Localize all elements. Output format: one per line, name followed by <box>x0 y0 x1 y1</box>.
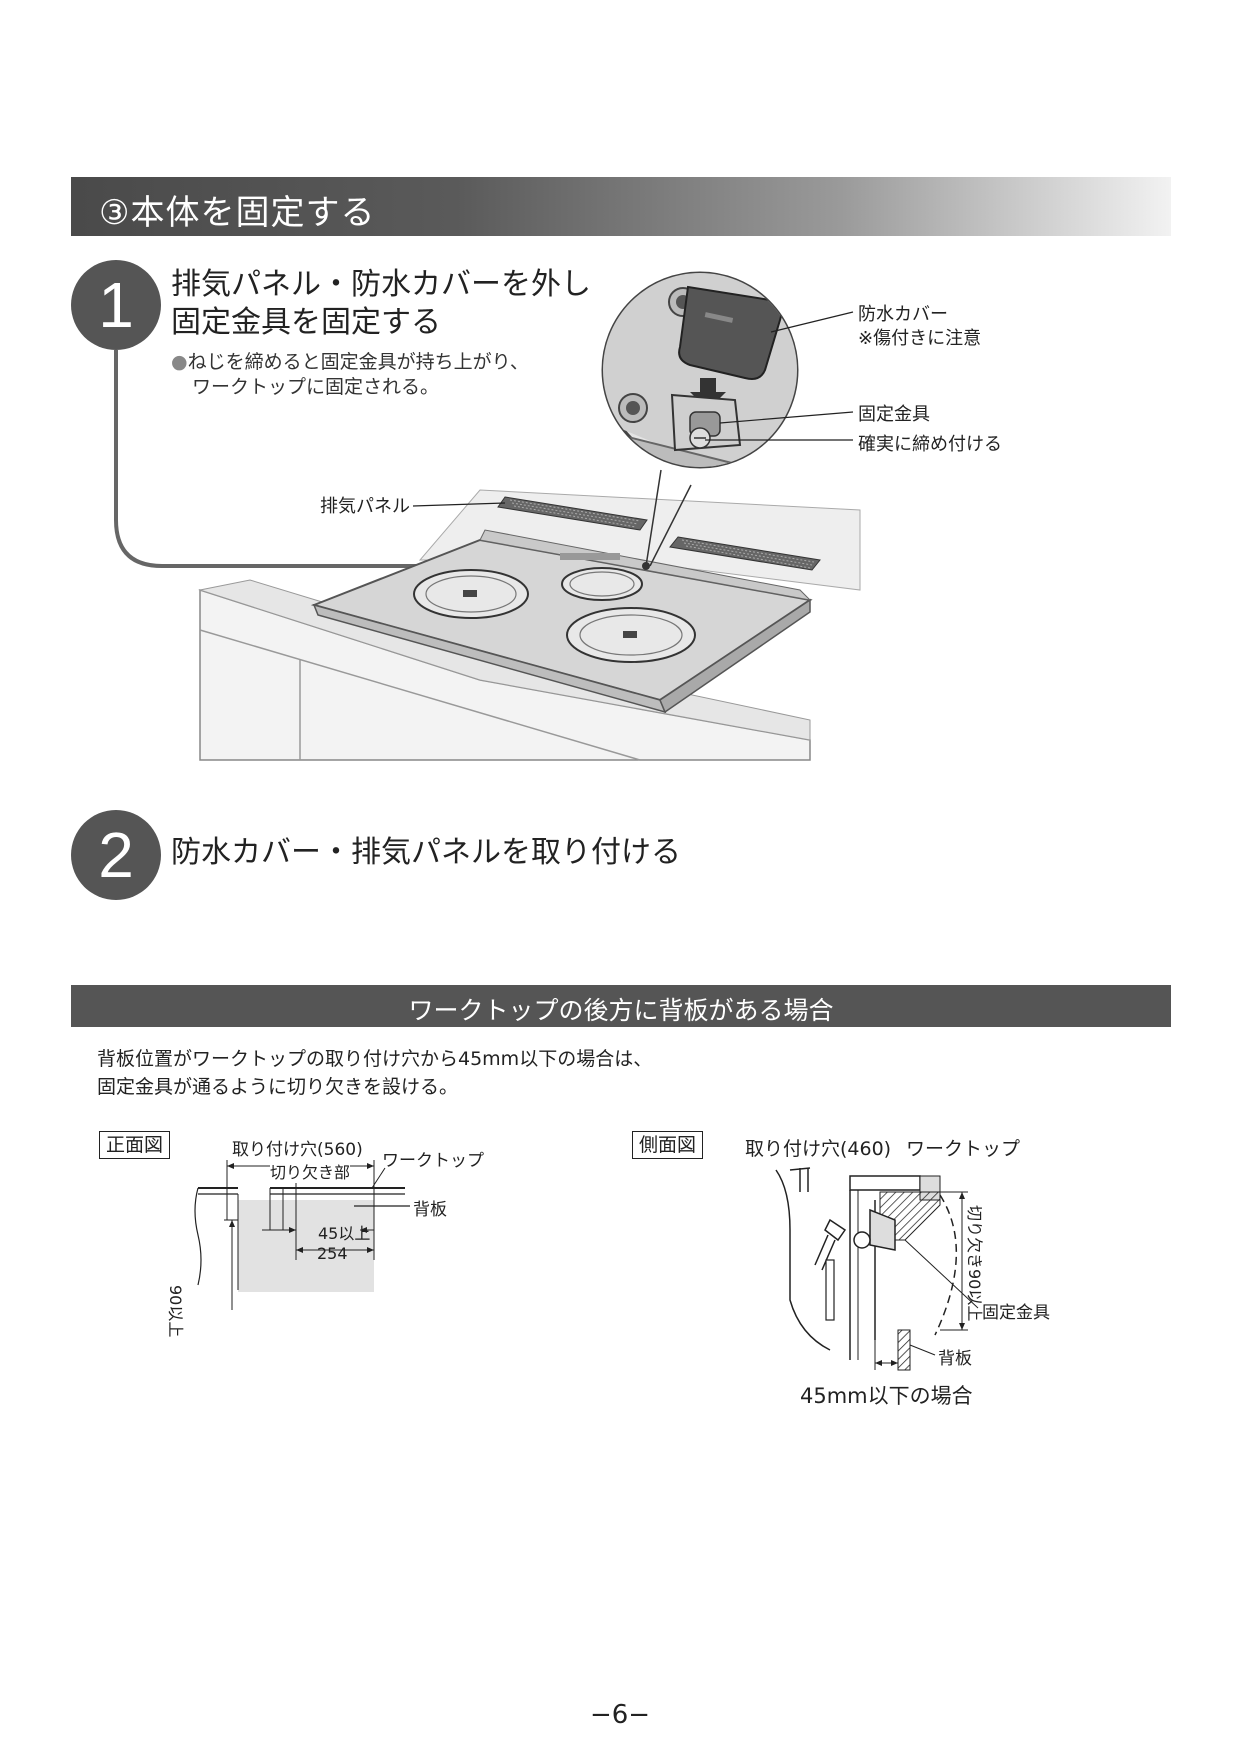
step-1-note-line2: ワークトップに固定される。 <box>192 376 440 398</box>
page-number: −6− <box>589 1700 651 1730</box>
side-view-label: 側面図 <box>632 1131 704 1159</box>
side-worktop-label: ワークトップ <box>906 1138 1021 1160</box>
step-2-title: 防水カバー・排気パネルを取り付ける <box>171 835 681 870</box>
callout-cover: 防水カバー <box>858 304 948 325</box>
bullet-icon: ● <box>171 351 188 373</box>
callout-tighten: 確実に締め付ける <box>858 434 1002 455</box>
step-1-title-line1: 排気パネル・防水カバーを外し <box>171 267 591 302</box>
para-line2: 固定金具が通るように切り欠きを設ける。 <box>97 1076 459 1098</box>
subsection-paragraph: 背板位置がワークトップの取り付け穴から45mm以下の場合は、 固定金具が通るよう… <box>97 1045 652 1101</box>
callout-exhaust: 排気パネル <box>320 496 410 517</box>
subsection-title: ワークトップの後方に背板がある場合 <box>408 996 834 1025</box>
section-title: ③本体を固定する <box>99 193 376 233</box>
step-1-title-line2: 固定金具を固定する <box>171 305 441 340</box>
subsection-header: ワークトップの後方に背板がある場合 <box>71 985 1171 1027</box>
callout-bracket: 固定金具 <box>858 404 930 425</box>
front-worktop-label: ワークトップ <box>382 1151 484 1171</box>
step-1-note-line1: ねじを締めると固定金具が持ち上がり、 <box>187 351 529 373</box>
para-line1: 背板位置がワークトップの取り付け穴から45mm以下の場合は、 <box>97 1048 653 1070</box>
front-backboard-label: 背板 <box>413 1200 447 1220</box>
step-1-note: ●ねじを締めると固定金具が持ち上がり、 ワークトップに固定される。 <box>171 350 529 400</box>
side-hole-label: 取り付け穴(460) <box>745 1138 892 1160</box>
front-view-label: 正面図 <box>99 1131 171 1159</box>
exhaust-panel-left <box>497 496 648 531</box>
section-header: ③本体を固定する <box>71 177 1171 236</box>
front-dim-45: 45以上 <box>318 1224 371 1243</box>
side-bracket-label: 固定金具 <box>982 1303 1050 1323</box>
step-1-number: 1 <box>71 260 161 350</box>
step-2-number: 2 <box>71 810 161 900</box>
front-dim-254: 254 <box>317 1244 348 1263</box>
front-hole-label: 取り付け穴(560) <box>232 1140 363 1160</box>
callout-cover-note: ※傷付きに注意 <box>858 328 982 349</box>
side-backboard-label: 背板 <box>938 1349 972 1369</box>
front-notch-label: 切り欠き部 <box>270 1159 351 1183</box>
exhaust-panel-right <box>669 536 821 571</box>
side-caption: 45mm以下の場合 <box>800 1384 973 1408</box>
